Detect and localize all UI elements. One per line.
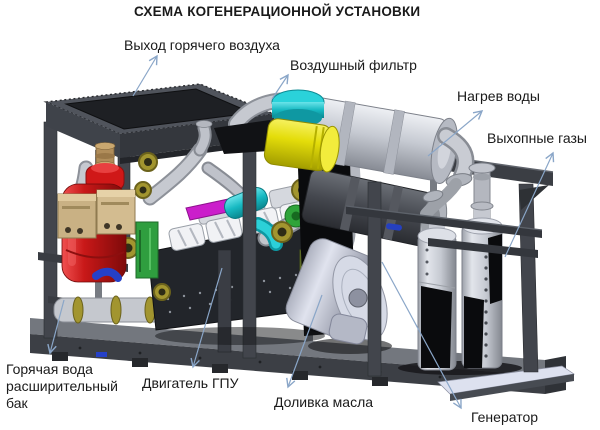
frame-post-center xyxy=(242,147,257,359)
arrow-air-filter xyxy=(271,73,289,100)
label-generator: Генератор xyxy=(471,409,539,425)
frame-corner-post xyxy=(518,183,549,373)
label-hot-water-expansion-tank: Горячая вода расширительный бак xyxy=(6,361,118,411)
pump-shaft-assembly xyxy=(53,267,175,357)
arrow-engine xyxy=(190,267,223,369)
arrow-oil-refill xyxy=(286,294,323,389)
generator-slide-tray xyxy=(437,365,575,401)
label-oil-refill: Доливка масла xyxy=(274,394,374,410)
label-hot-air-outlet: Выход горячего воздуха xyxy=(124,37,280,53)
hot-water-elbow xyxy=(420,127,475,242)
arrow-exhaust-gases xyxy=(504,151,555,258)
air-filter xyxy=(214,89,340,173)
callout-arrows xyxy=(47,54,555,410)
engine-column xyxy=(217,249,232,353)
arrow-expansion-tank xyxy=(47,299,65,355)
frame-post-right xyxy=(367,181,382,377)
front-rails xyxy=(345,205,543,258)
label-engine-gpu: Двигатель ГПУ xyxy=(142,375,239,391)
label-air-filter: Воздушный фильтр xyxy=(290,57,417,73)
label-water-heating: Нагрев воды xyxy=(457,88,540,104)
page-title: СХЕМА КОГЕНЕРАЦИОННОЙ УСТАНОВКИ xyxy=(134,4,421,19)
arrow-hot-air-outlet xyxy=(132,54,158,97)
label-exhaust-gases: Выхопные газы xyxy=(487,130,587,146)
heat-exchanger-boxes xyxy=(57,189,136,239)
base-skid xyxy=(30,318,575,401)
arrow-generator xyxy=(381,261,462,410)
arrow-water-heating xyxy=(427,110,484,157)
